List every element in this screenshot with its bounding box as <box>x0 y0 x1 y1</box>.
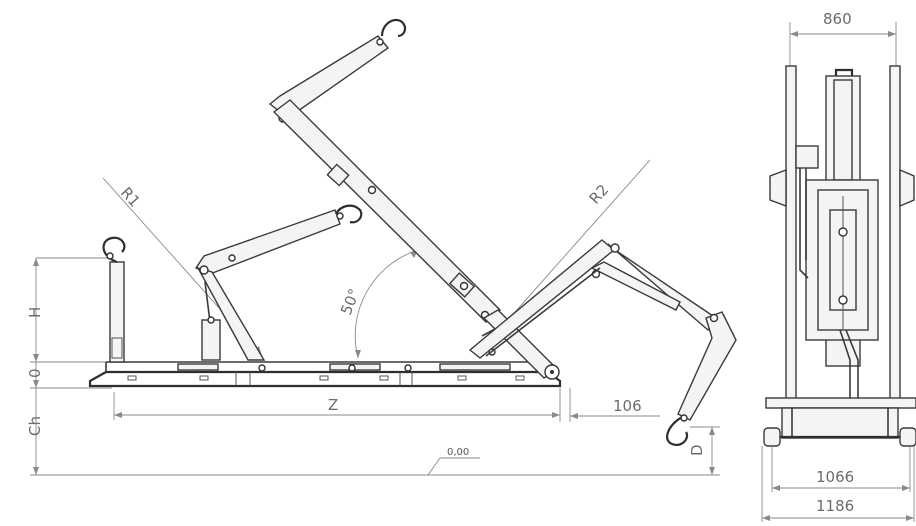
arm-position-extended <box>468 239 737 446</box>
dimension-z-label: Z <box>328 396 338 414</box>
dimension-ch-label: Ch <box>26 416 44 436</box>
rear-view: 860 <box>761 10 916 522</box>
side-view: H 0 Ch Z 106 D <box>26 18 737 476</box>
dimension-106-label: 106 <box>613 397 642 415</box>
ground-level-label: 0,00 <box>447 447 469 458</box>
radius-r2-label: R2 <box>586 181 613 208</box>
dimension-h-label: H <box>26 307 44 318</box>
dimension-1066 <box>771 446 911 492</box>
rear-post-hook <box>102 236 126 363</box>
dimension-1186-label: 1186 <box>816 497 854 515</box>
dimension-d-label: D <box>688 444 706 456</box>
radius-r1-label: R1 <box>117 184 144 211</box>
dimension-106 <box>569 388 660 422</box>
chassis-frame <box>88 361 562 388</box>
dimension-zero-label: 0 <box>26 368 44 378</box>
angle-50-label: 50° <box>337 286 364 317</box>
dimension-1186 <box>761 446 915 522</box>
dimension-d <box>690 426 720 475</box>
ground-level-marker <box>427 457 480 476</box>
dimension-z <box>113 388 561 422</box>
angle-50-arc <box>354 249 419 359</box>
vertical-dimension-lines <box>30 257 720 476</box>
dimension-1066-label: 1066 <box>816 468 854 486</box>
dimension-860 <box>789 22 897 70</box>
dimension-860-label: 860 <box>823 10 852 28</box>
arm-position-mid <box>194 204 363 361</box>
